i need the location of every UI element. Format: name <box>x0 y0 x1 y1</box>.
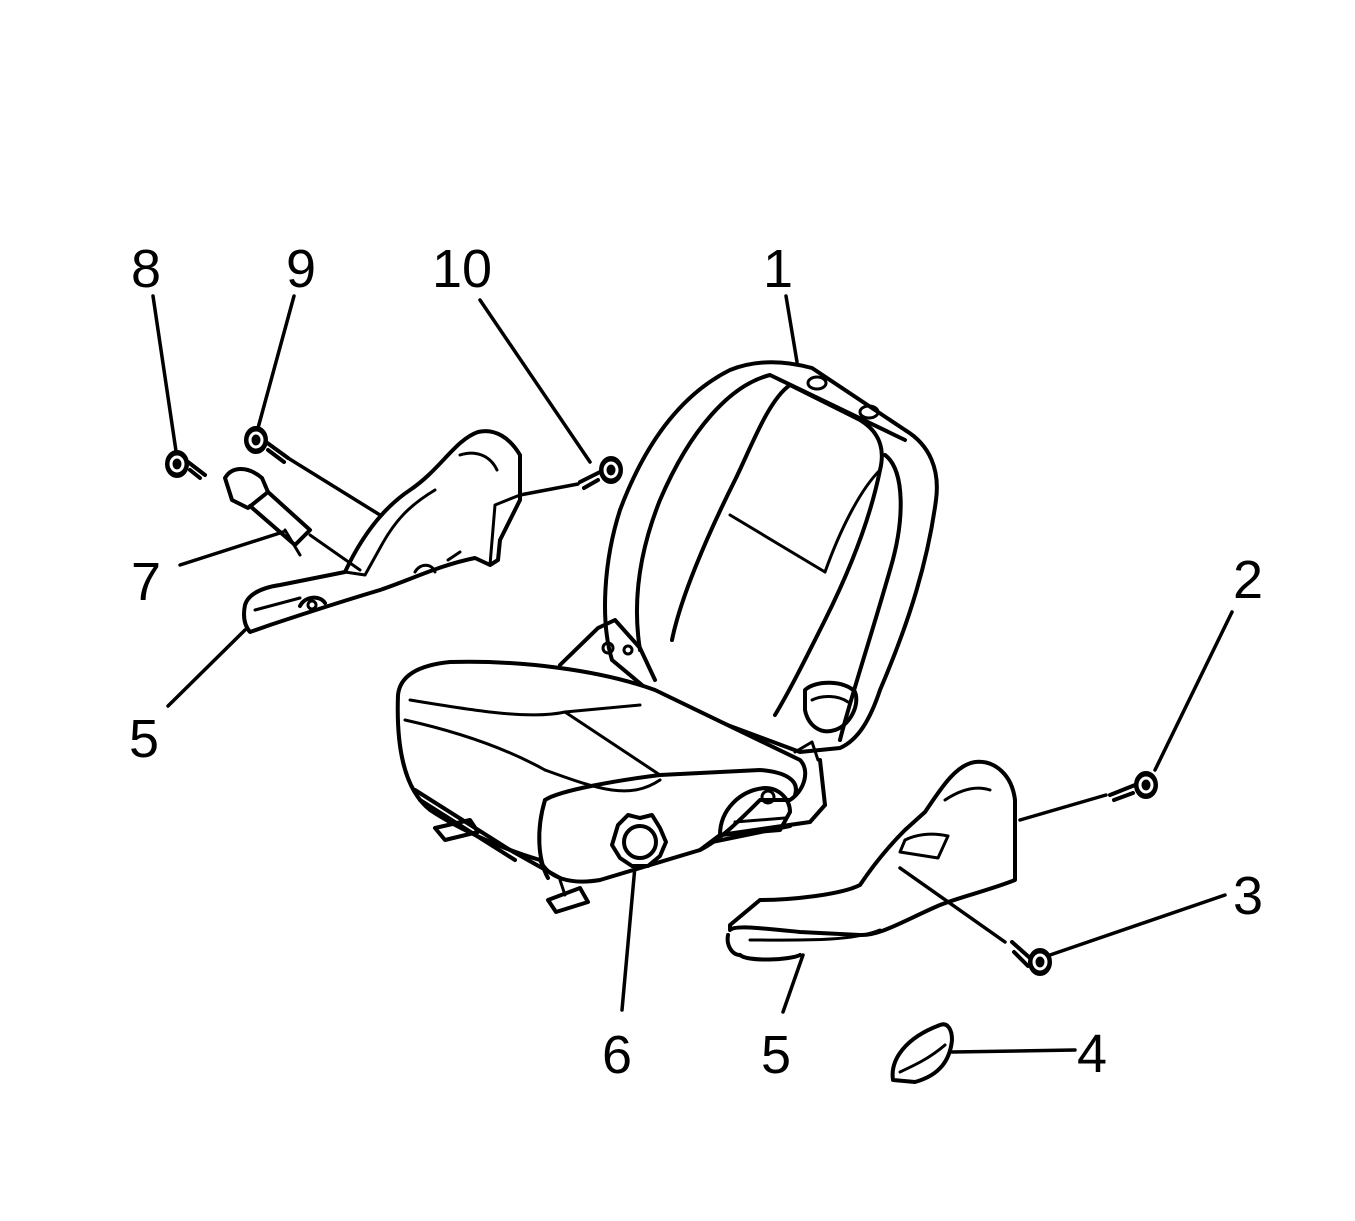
callout-6: 6 <box>602 1025 632 1085</box>
callout-10: 10 <box>432 239 492 299</box>
bolt-10 <box>578 456 623 490</box>
bolt-8 <box>165 450 207 480</box>
bolt-3 <box>1010 940 1052 976</box>
callout-3: 3 <box>1233 866 1263 926</box>
right-side-trim-panel <box>725 759 1017 962</box>
callout-9: 9 <box>286 239 316 299</box>
callout-labels: 1 2 3 4 5 5 6 7 8 9 10 <box>129 239 1263 1085</box>
callout-5-left: 5 <box>129 709 159 769</box>
callout-8: 8 <box>131 239 161 299</box>
height-adjuster-knob <box>610 813 668 868</box>
callout-4: 4 <box>1077 1024 1107 1084</box>
seat-assembly <box>395 360 939 914</box>
bolt-9 <box>244 426 290 464</box>
trim-cap <box>890 1022 954 1084</box>
callout-2: 2 <box>1233 550 1263 610</box>
callout-5-right: 5 <box>761 1025 791 1085</box>
callout-7: 7 <box>131 552 161 612</box>
left-side-trim-panel <box>242 429 522 634</box>
seat-belt-buckle <box>223 467 362 572</box>
bolt-2 <box>1108 771 1158 802</box>
callout-1: 1 <box>763 239 793 299</box>
leader-lines <box>151 294 1234 1054</box>
